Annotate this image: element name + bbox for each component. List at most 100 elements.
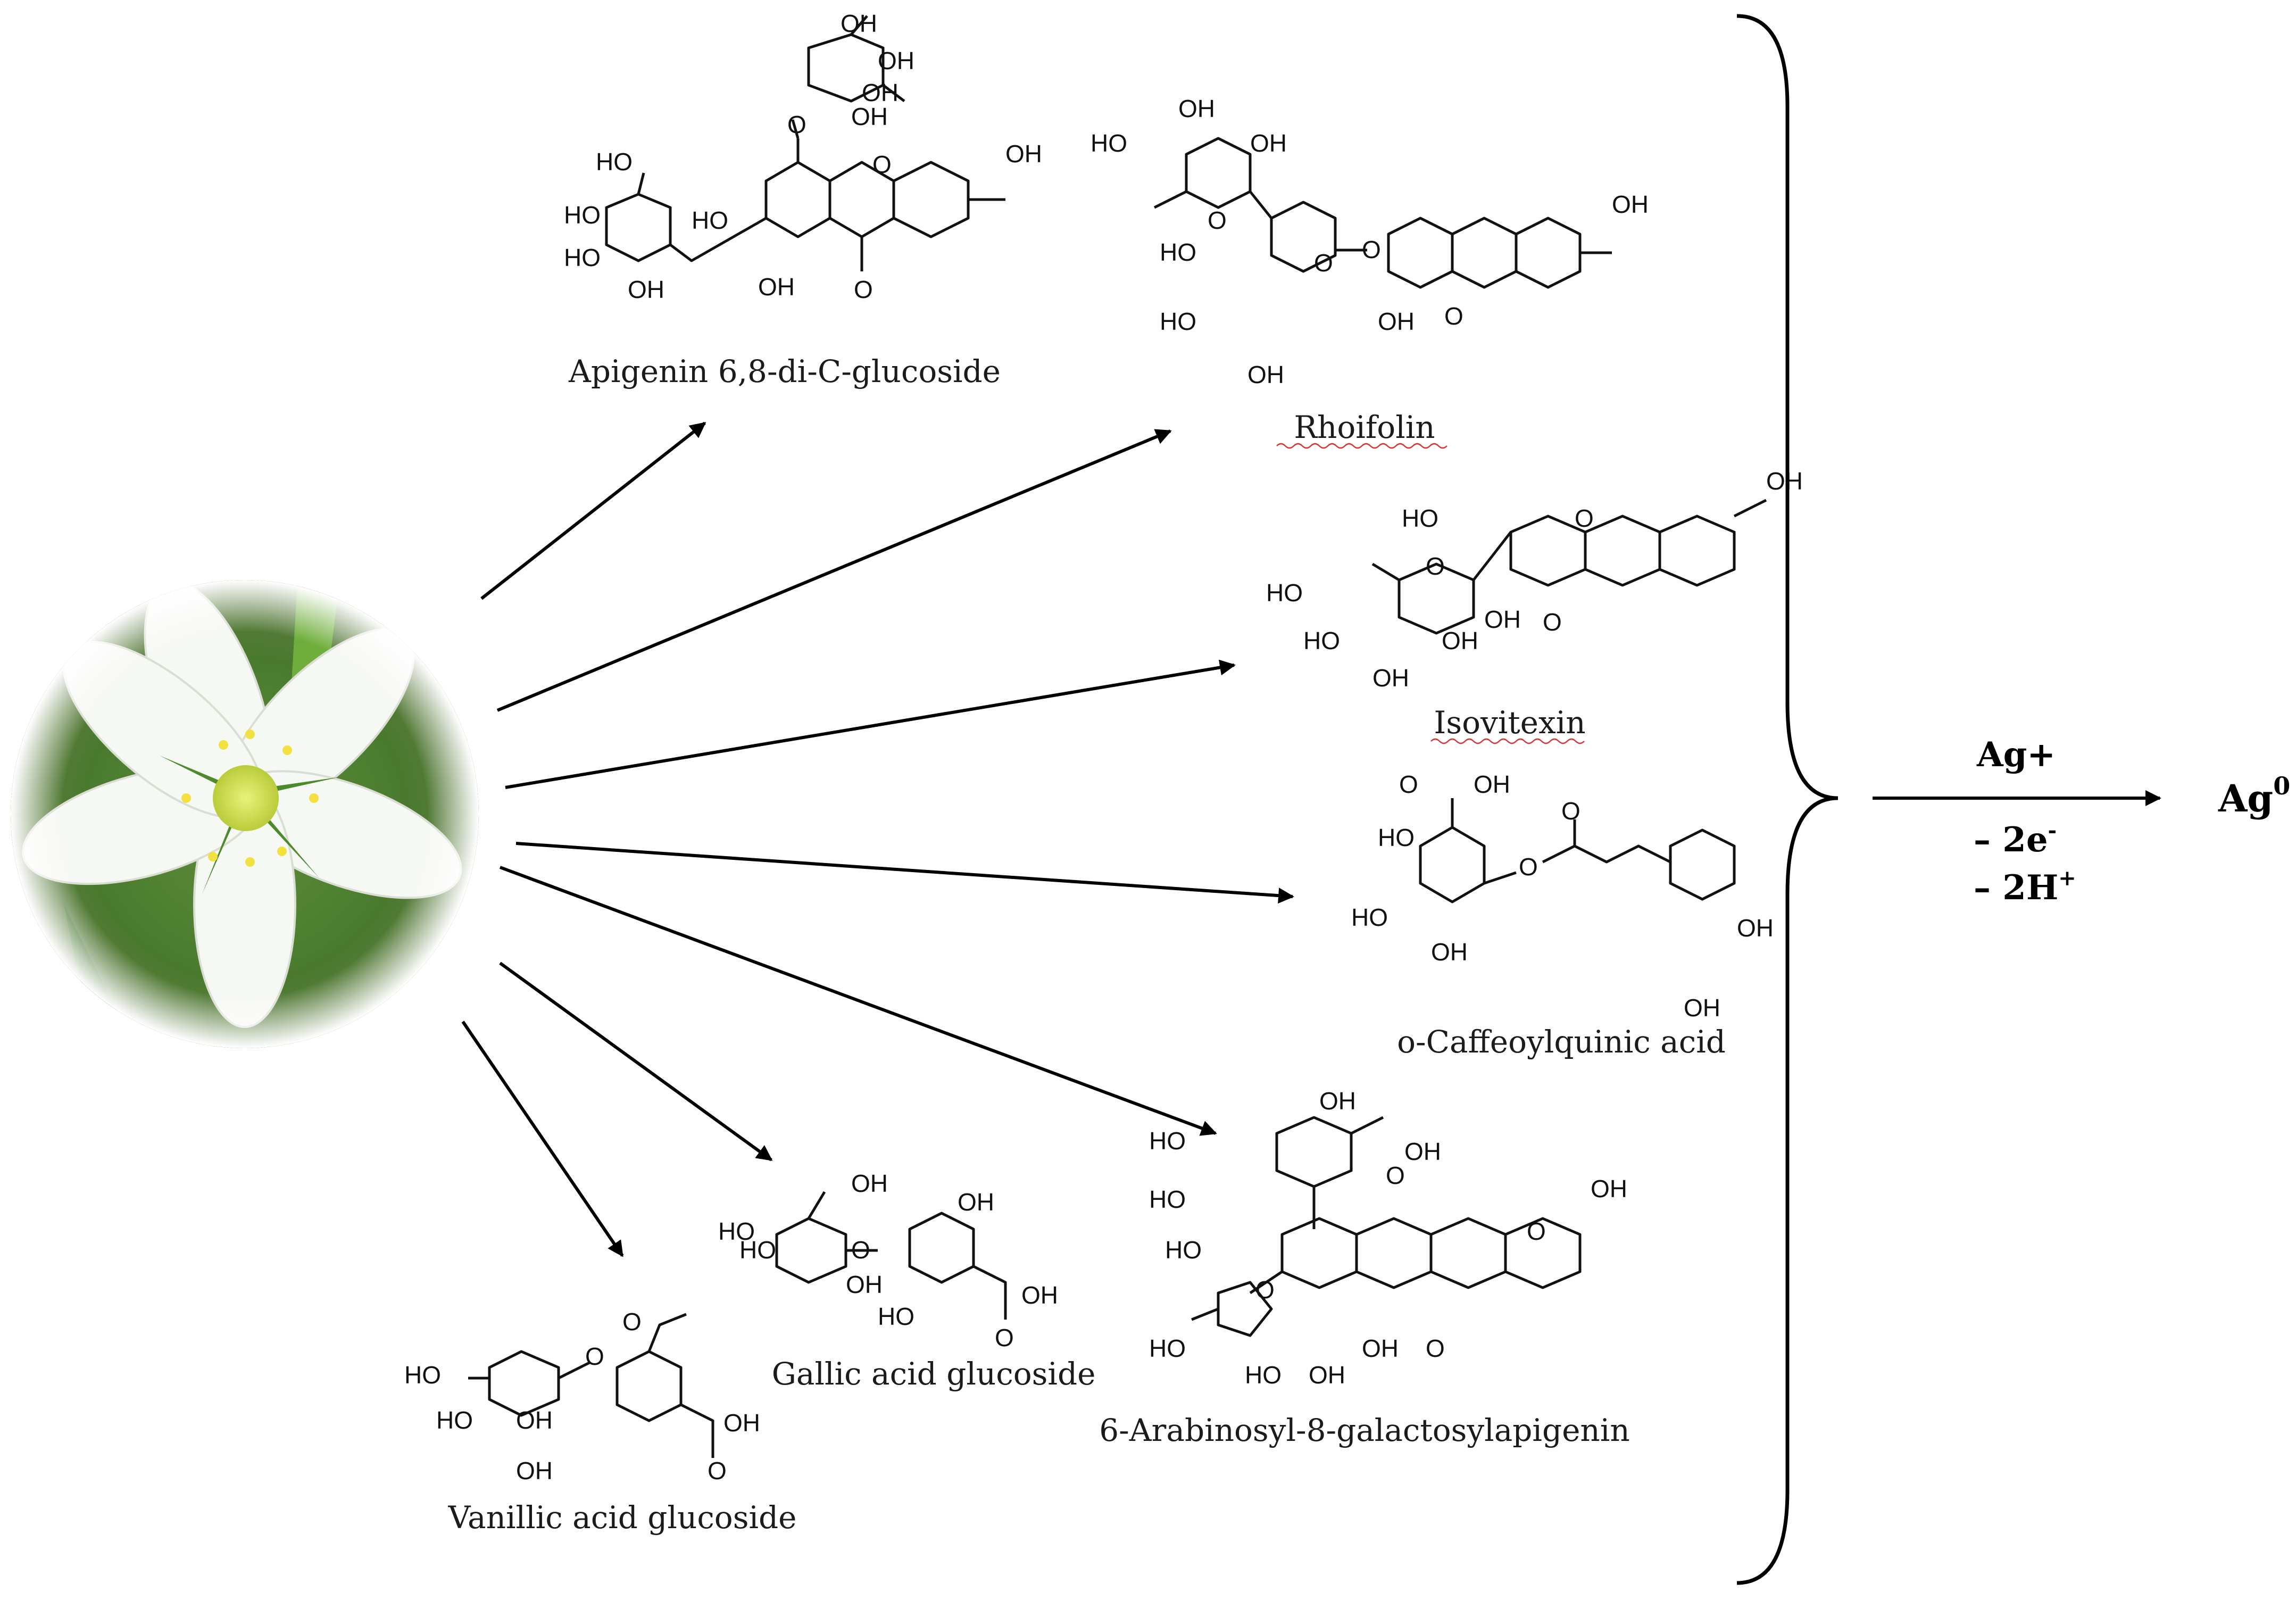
arrow-to-isovitexin <box>505 659 1236 789</box>
svg-text:OH: OH <box>758 273 795 301</box>
structure-apigenin: OH OH OH OH O OH HO HO HO OH HO OH O O <box>564 10 1042 303</box>
svg-text:OH: OH <box>1247 361 1284 388</box>
svg-text:O: O <box>585 1342 604 1370</box>
svg-text:OH: OH <box>1612 190 1649 218</box>
svg-text:HO: HO <box>564 201 601 229</box>
svg-text:OH: OH <box>1378 308 1415 335</box>
arrow-to-apigenin <box>480 421 706 600</box>
svg-text:HO: HO <box>1149 1334 1186 1362</box>
svg-text:OH: OH <box>516 1457 553 1485</box>
arrow-to-gallic <box>499 961 773 1162</box>
structure-rhoifolin: OH HO OH O HO HO OH O O OH O OH <box>1091 95 1649 388</box>
svg-text:OH: OH <box>1404 1138 1441 1165</box>
structure-gallic: OH HO HO O OH OH HO OH O <box>718 1170 1058 1352</box>
arrow-to-arabinosyl <box>499 866 1217 1136</box>
arrow-to-rhoifolin <box>496 429 1172 712</box>
svg-text:HO: HO <box>564 244 601 271</box>
arrow-to-vanillic <box>461 1021 624 1257</box>
svg-text:OH: OH <box>1474 770 1510 798</box>
svg-text:HO: HO <box>718 1217 755 1245</box>
svg-text:OH: OH <box>1484 606 1521 633</box>
svg-text:OH: OH <box>1372 664 1409 692</box>
svg-text:OH: OH <box>1005 140 1042 168</box>
svg-text:OH: OH <box>851 103 888 130</box>
svg-text:O: O <box>1255 1276 1275 1304</box>
svg-text:OH: OH <box>958 1188 994 1216</box>
svg-text:O: O <box>1444 302 1463 330</box>
svg-text:O: O <box>1399 770 1418 798</box>
svg-text:HO: HO <box>878 1303 914 1330</box>
arrows <box>461 421 1294 1257</box>
svg-text:HO: HO <box>1149 1127 1186 1155</box>
compound-label-vanillic: Vanillic acid glucoside <box>448 1499 797 1536</box>
structure-isovitexin: HO O OH HO O HO OH OH OH O <box>1266 467 1803 692</box>
svg-text:OH: OH <box>1309 1361 1345 1389</box>
svg-text:O: O <box>1426 1334 1445 1362</box>
compound-label-arabinosyl: 6-Arabinosyl-8-galactosylapigenin <box>1099 1412 1629 1448</box>
svg-text:O: O <box>1386 1162 1405 1189</box>
svg-text:OH: OH <box>851 1170 888 1197</box>
svg-text:O: O <box>787 111 806 138</box>
svg-text:OH: OH <box>1431 938 1468 966</box>
spellcheck-underline-rhoifolin <box>1276 443 1448 449</box>
compound-label-rhoifolin: Rhoifolin <box>1294 409 1435 445</box>
svg-text:O: O <box>1543 608 1562 636</box>
svg-text:OH: OH <box>516 1406 553 1434</box>
svg-text:OH: OH <box>1684 994 1720 1022</box>
svg-text:O: O <box>622 1308 642 1336</box>
svg-text:OH: OH <box>1442 627 1478 654</box>
svg-text:HO: HO <box>596 148 633 176</box>
svg-text:HO: HO <box>1245 1361 1282 1389</box>
svg-text:OH: OH <box>723 1409 760 1437</box>
svg-text:HO: HO <box>436 1406 473 1434</box>
svg-text:HO: HO <box>1303 627 1340 654</box>
structure-caffeoylquinic: O OH HO HO OH O O OH OH <box>1351 770 1774 1022</box>
svg-text:OH: OH <box>1591 1175 1627 1203</box>
svg-text:OH: OH <box>1250 129 1287 157</box>
svg-text:OH: OH <box>628 276 664 303</box>
svg-text:OH: OH <box>841 10 877 37</box>
svg-text:OH: OH <box>1766 467 1803 495</box>
flower-photo <box>11 580 479 1048</box>
svg-text:HO: HO <box>404 1361 441 1389</box>
svg-text:OH: OH <box>1737 914 1774 942</box>
svg-text:OH: OH <box>862 79 899 106</box>
svg-text:O: O <box>1575 504 1594 532</box>
svg-text:HO: HO <box>739 1236 776 1264</box>
svg-text:OH: OH <box>1178 95 1215 122</box>
compound-label-caffeoylquinic: o-Caffeoylquinic acid <box>1397 1024 1726 1060</box>
svg-text:HO: HO <box>692 206 728 234</box>
svg-text:HO: HO <box>1091 129 1127 157</box>
svg-text:OH: OH <box>1021 1281 1058 1309</box>
svg-text:HO: HO <box>1160 238 1196 266</box>
compound-label-apigenin: Apigenin 6,8-di-C-glucoside <box>568 353 1001 389</box>
arrow-to-caffeoylquinic <box>515 842 1294 904</box>
svg-text:HO: HO <box>1160 308 1196 335</box>
structure-arabinosyl: OH HO OH HO O HO O OH O HO HO OH OH O <box>1149 1087 1627 1389</box>
svg-text:O: O <box>708 1457 727 1485</box>
svg-text:OH: OH <box>878 47 914 74</box>
svg-text:HO: HO <box>1266 579 1303 607</box>
svg-text:HO: HO <box>1351 903 1388 931</box>
curly-brace <box>1736 14 1839 1585</box>
svg-text:O: O <box>995 1324 1014 1352</box>
condition-protons: – 2H+ <box>1974 866 2076 908</box>
spellcheck-underline-isovitexin <box>1430 738 1585 744</box>
compound-label-isovitexin: Isovitexin <box>1434 704 1585 741</box>
svg-text:HO: HO <box>1149 1186 1186 1213</box>
reagent-label: Ag+ <box>1976 735 2056 775</box>
svg-text:O: O <box>1208 206 1227 234</box>
svg-text:HO: HO <box>1165 1236 1202 1264</box>
svg-text:O: O <box>1561 797 1580 825</box>
product-label: Ag0 <box>2218 772 2290 820</box>
svg-text:O: O <box>872 151 892 178</box>
compound-label-gallic: Gallic acid glucoside <box>772 1356 1096 1392</box>
svg-text:O: O <box>851 1236 870 1264</box>
svg-text:HO: HO <box>1378 824 1415 851</box>
svg-text:HO: HO <box>1402 504 1438 532</box>
svg-text:OH: OH <box>846 1271 883 1298</box>
svg-text:O: O <box>1519 853 1538 881</box>
structure-vanillic: HO HO OH OH O O OH O <box>404 1308 760 1485</box>
svg-text:OH: OH <box>1319 1087 1356 1115</box>
